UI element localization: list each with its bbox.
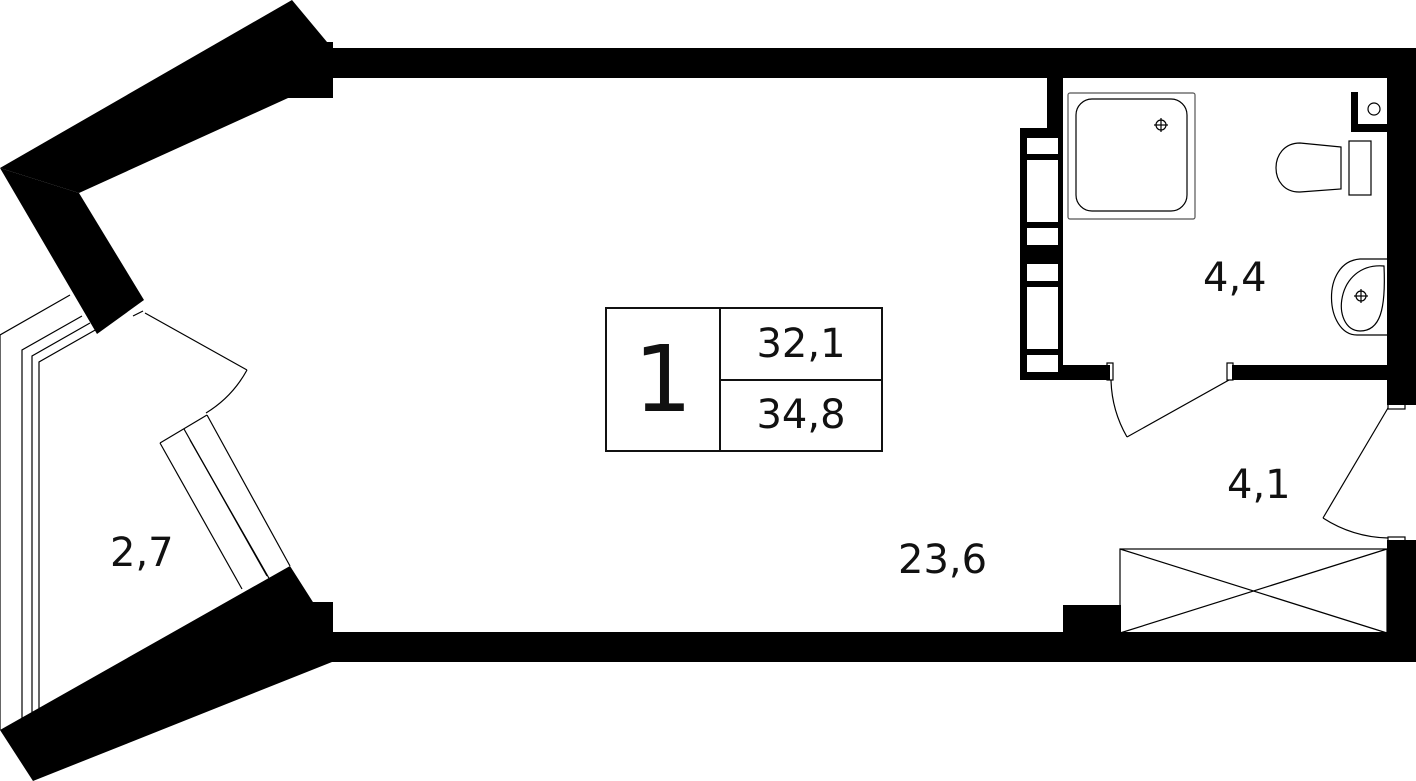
riser [1351,92,1387,132]
apartment-info-box: 1 32,1 34,8 [605,307,883,452]
bathroom-area: 4,4 [1203,255,1267,301]
bathroom-wall-slots [1027,138,1058,372]
balcony-area: 2,7 [110,530,174,576]
living-room-area: 23,6 [898,537,988,583]
toilet [1275,140,1372,196]
total-area: 34,8 [721,378,881,451]
balcony-window [159,414,291,590]
area-summary: 32,1 34,8 [721,309,881,450]
wardrobe [1119,548,1388,634]
hallway-area: 4,1 [1227,462,1291,508]
sink [1331,258,1387,336]
balcony-door [132,310,248,414]
balcony-glazing [0,294,98,750]
shower-tray [1067,92,1196,220]
living-area: 32,1 [756,320,846,367]
entrance-door [1322,402,1406,544]
room-count: 1 [607,309,721,450]
bathroom-door [1106,362,1234,438]
